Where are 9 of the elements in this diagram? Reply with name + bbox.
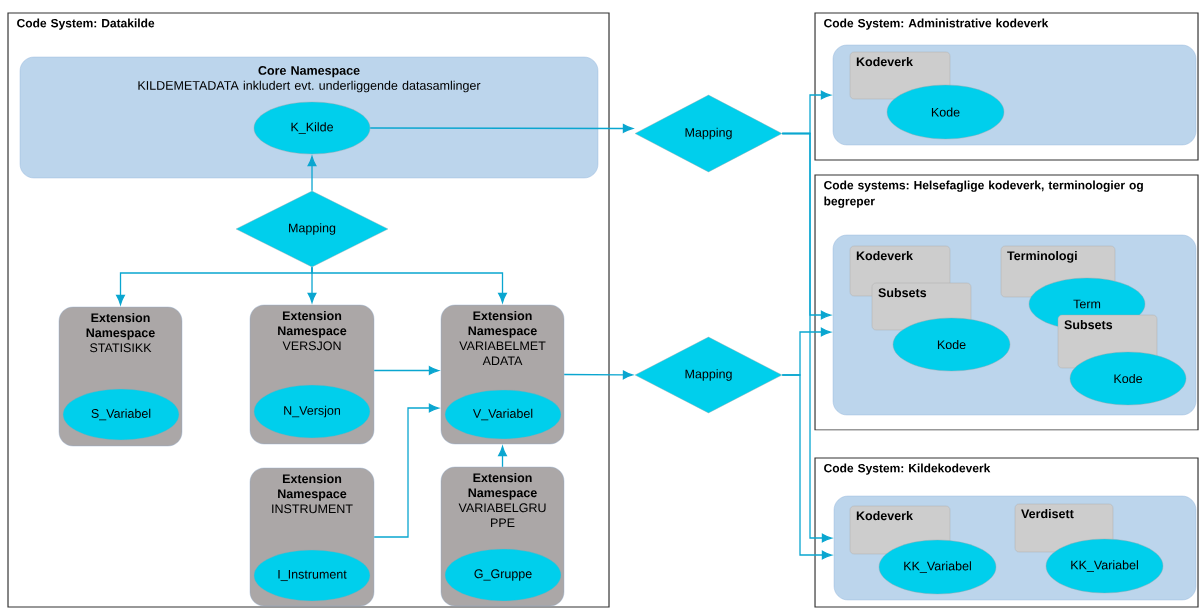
arrow bbox=[563, 370, 634, 380]
arrow bbox=[369, 124, 634, 133]
arrow bbox=[498, 446, 507, 468]
arrow bbox=[307, 156, 317, 192]
arrow bbox=[373, 403, 440, 538]
arrow bbox=[373, 366, 440, 375]
arrow bbox=[781, 374, 833, 560]
arrow bbox=[311, 266, 507, 304]
arrow bbox=[781, 132, 833, 543]
